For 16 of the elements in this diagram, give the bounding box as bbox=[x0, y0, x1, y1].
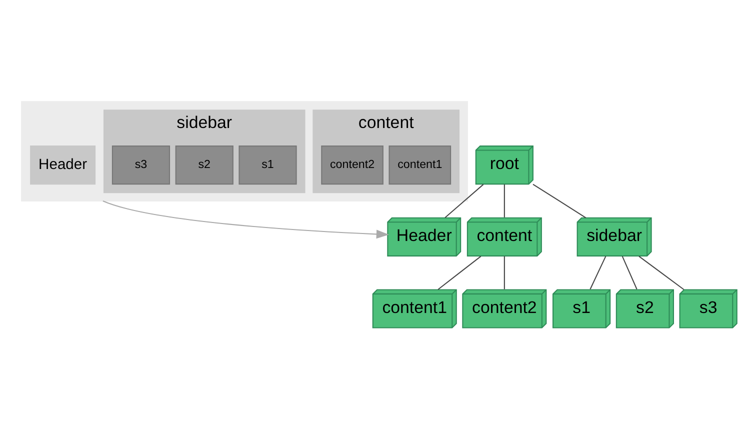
cluster bbox=[21, 101, 468, 202]
connector bbox=[504, 256, 505, 290]
connector bbox=[504, 184, 505, 218]
node-box: content1 bbox=[388, 146, 452, 185]
node-box: Header bbox=[30, 146, 96, 185]
arrow bbox=[102, 200, 390, 239]
node-box: content2 bbox=[321, 146, 384, 185]
connector bbox=[638, 256, 684, 290]
node-box: s3 bbox=[112, 146, 170, 185]
connector bbox=[444, 184, 484, 218]
connector bbox=[438, 256, 482, 290]
node-box: s2 bbox=[175, 146, 234, 185]
connector bbox=[532, 184, 586, 218]
node-box: s1 bbox=[238, 146, 297, 185]
connector bbox=[590, 256, 606, 290]
connector bbox=[622, 256, 638, 290]
